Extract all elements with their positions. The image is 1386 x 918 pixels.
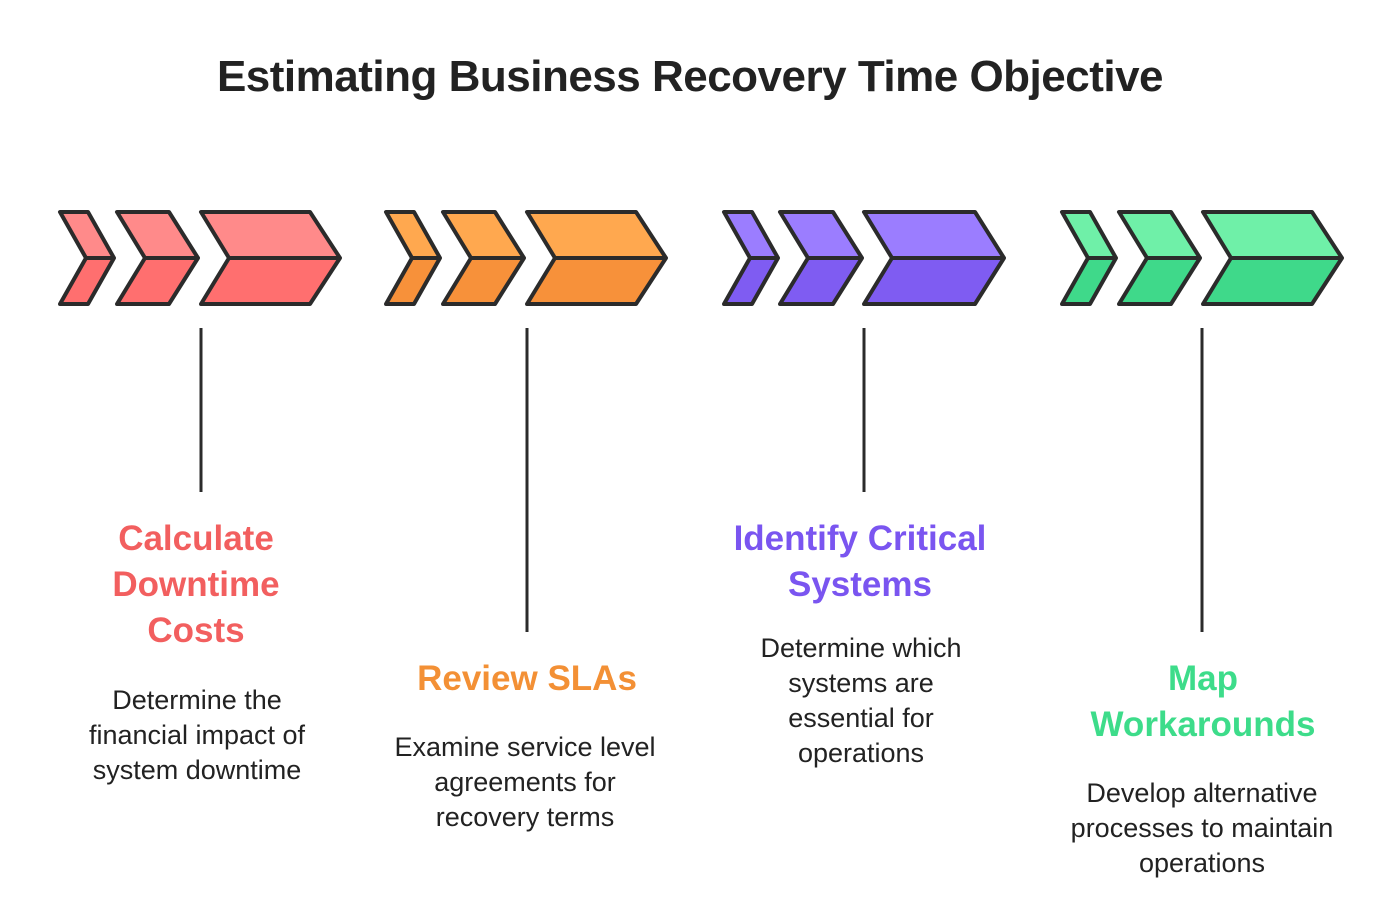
- step-4-chevrons: [1060, 210, 1344, 306]
- step-1-chevrons: [58, 210, 342, 306]
- step-4-description: Develop alternative processes to maintai…: [1070, 778, 1334, 878]
- step-2-chevrons: [384, 210, 668, 306]
- step-3-title: Identify Critical Systems: [733, 519, 987, 604]
- page-title: Estimating Business Recovery Time Object…: [216, 52, 1164, 101]
- step-1-description: Determine the financial impact of system…: [88, 685, 306, 785]
- step-3-chevrons: [722, 210, 1006, 306]
- step-4-title: Map Workarounds: [1090, 659, 1316, 744]
- step-2-title: Review SLAs: [417, 659, 637, 698]
- step-1-title: Calculate Downtime Costs: [112, 519, 280, 650]
- step-3-description: Determine which systems are essential fo…: [760, 633, 962, 768]
- step-2-description: Examine service level agreements for rec…: [394, 732, 656, 832]
